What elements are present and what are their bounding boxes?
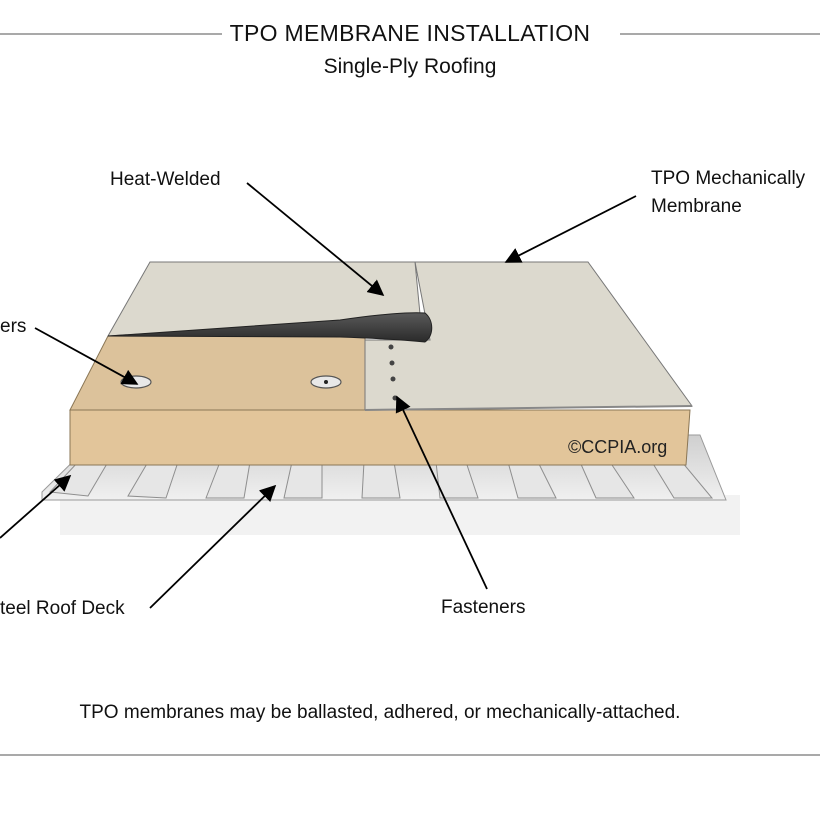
label-steel-roof-deck: teel Roof Deck <box>0 598 125 619</box>
arrow-mechanically <box>504 195 637 263</box>
arrow-deck <box>149 484 277 609</box>
arrow-fasteners <box>395 395 488 590</box>
footer-caption: TPO membranes may be ballasted, adhered,… <box>79 702 681 723</box>
title-rule-left <box>0 33 222 35</box>
label-mechanically-line2: Membrane <box>651 196 742 217</box>
arrow-insulation <box>0 474 72 539</box>
footer-rule <box>0 754 820 756</box>
page-subtitle: Single-Ply Roofing <box>323 55 497 78</box>
label-mechanically-line1: TPO Mechanically <box>651 168 806 189</box>
insulation-top <box>69 335 366 411</box>
arrow-heat-welded <box>246 182 385 297</box>
insulation-front <box>69 409 691 466</box>
seam-roll <box>107 312 433 343</box>
label-heat-welded: Heat-Welded <box>110 169 221 190</box>
label-fasteners: Fasteners <box>441 597 526 618</box>
arrow-plates <box>34 327 139 385</box>
page-title: TPO MEMBRANE INSTALLATION <box>229 20 591 46</box>
copyright-watermark: ©CCPIA.org <box>568 437 668 457</box>
ground-shadow <box>60 495 740 535</box>
label-plates: ers <box>0 316 27 337</box>
title-rule-right <box>620 33 820 35</box>
label-mechanically-attached: TPO Mechanically Membrane <box>651 165 805 221</box>
